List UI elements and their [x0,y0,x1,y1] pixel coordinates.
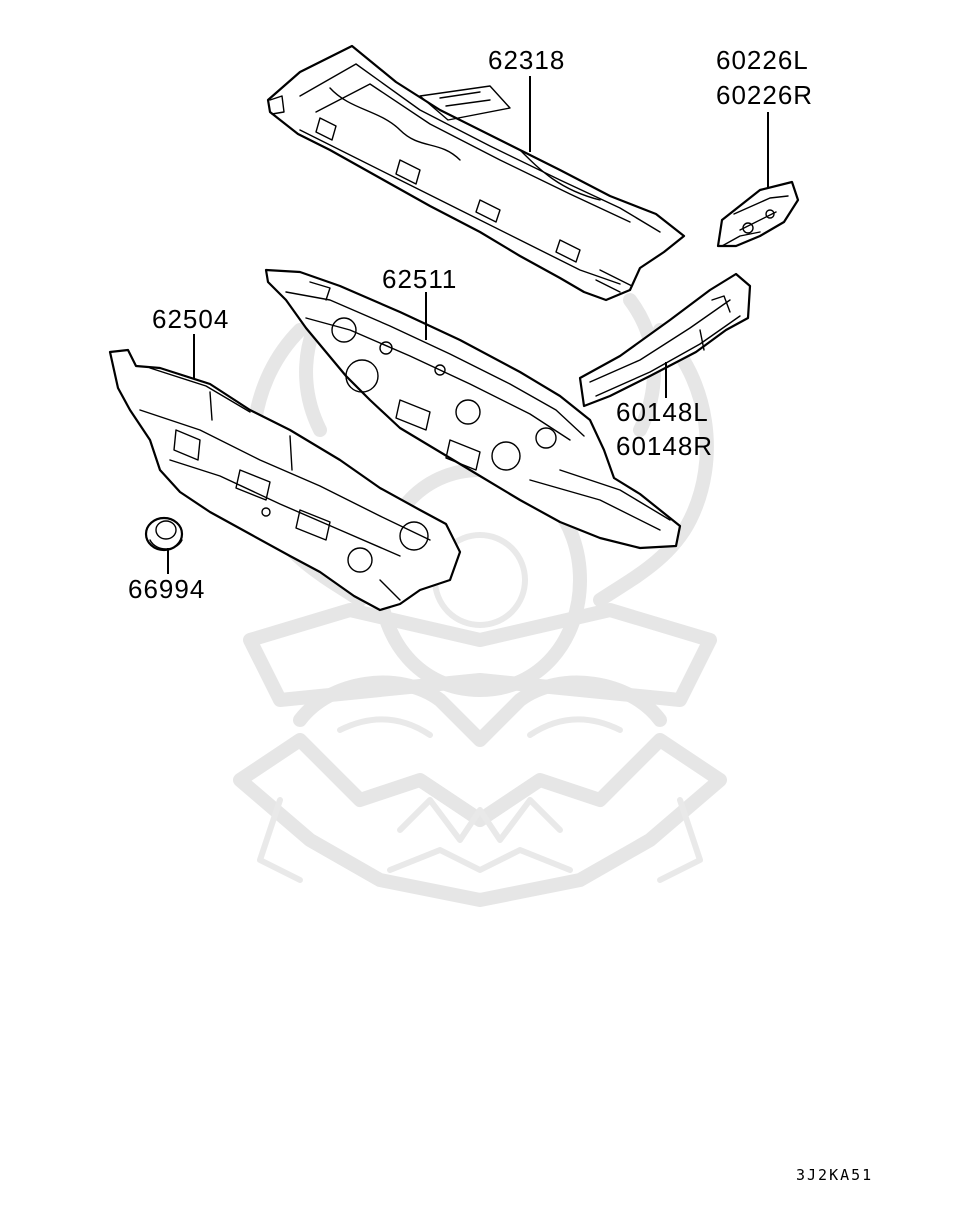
part-62511-dash-panel [264,268,682,550]
part-62504-dash-silencer [108,348,462,612]
label-66994: 66994 [128,574,205,604]
diagram-code: 3J2KA51 [796,1166,873,1184]
label-60148L: 60148L [616,397,709,427]
label-60148R: 60148R [616,431,713,461]
part-60226-cowl-side-bracket [716,180,800,248]
part-labels: 62318 60226L 60226R 62511 62504 60148L 6… [128,45,813,604]
label-60226R: 60226R [716,80,813,110]
label-62504: 62504 [152,304,229,334]
label-60226L: 60226L [716,45,809,75]
label-62511: 62511 [382,264,457,294]
part-62318-cowl-top-panel [266,44,686,302]
leader-lines [167,76,769,574]
part-60148-fender-shield [578,272,752,408]
part-66994-grommet [144,516,184,552]
label-62318: 62318 [488,45,565,75]
